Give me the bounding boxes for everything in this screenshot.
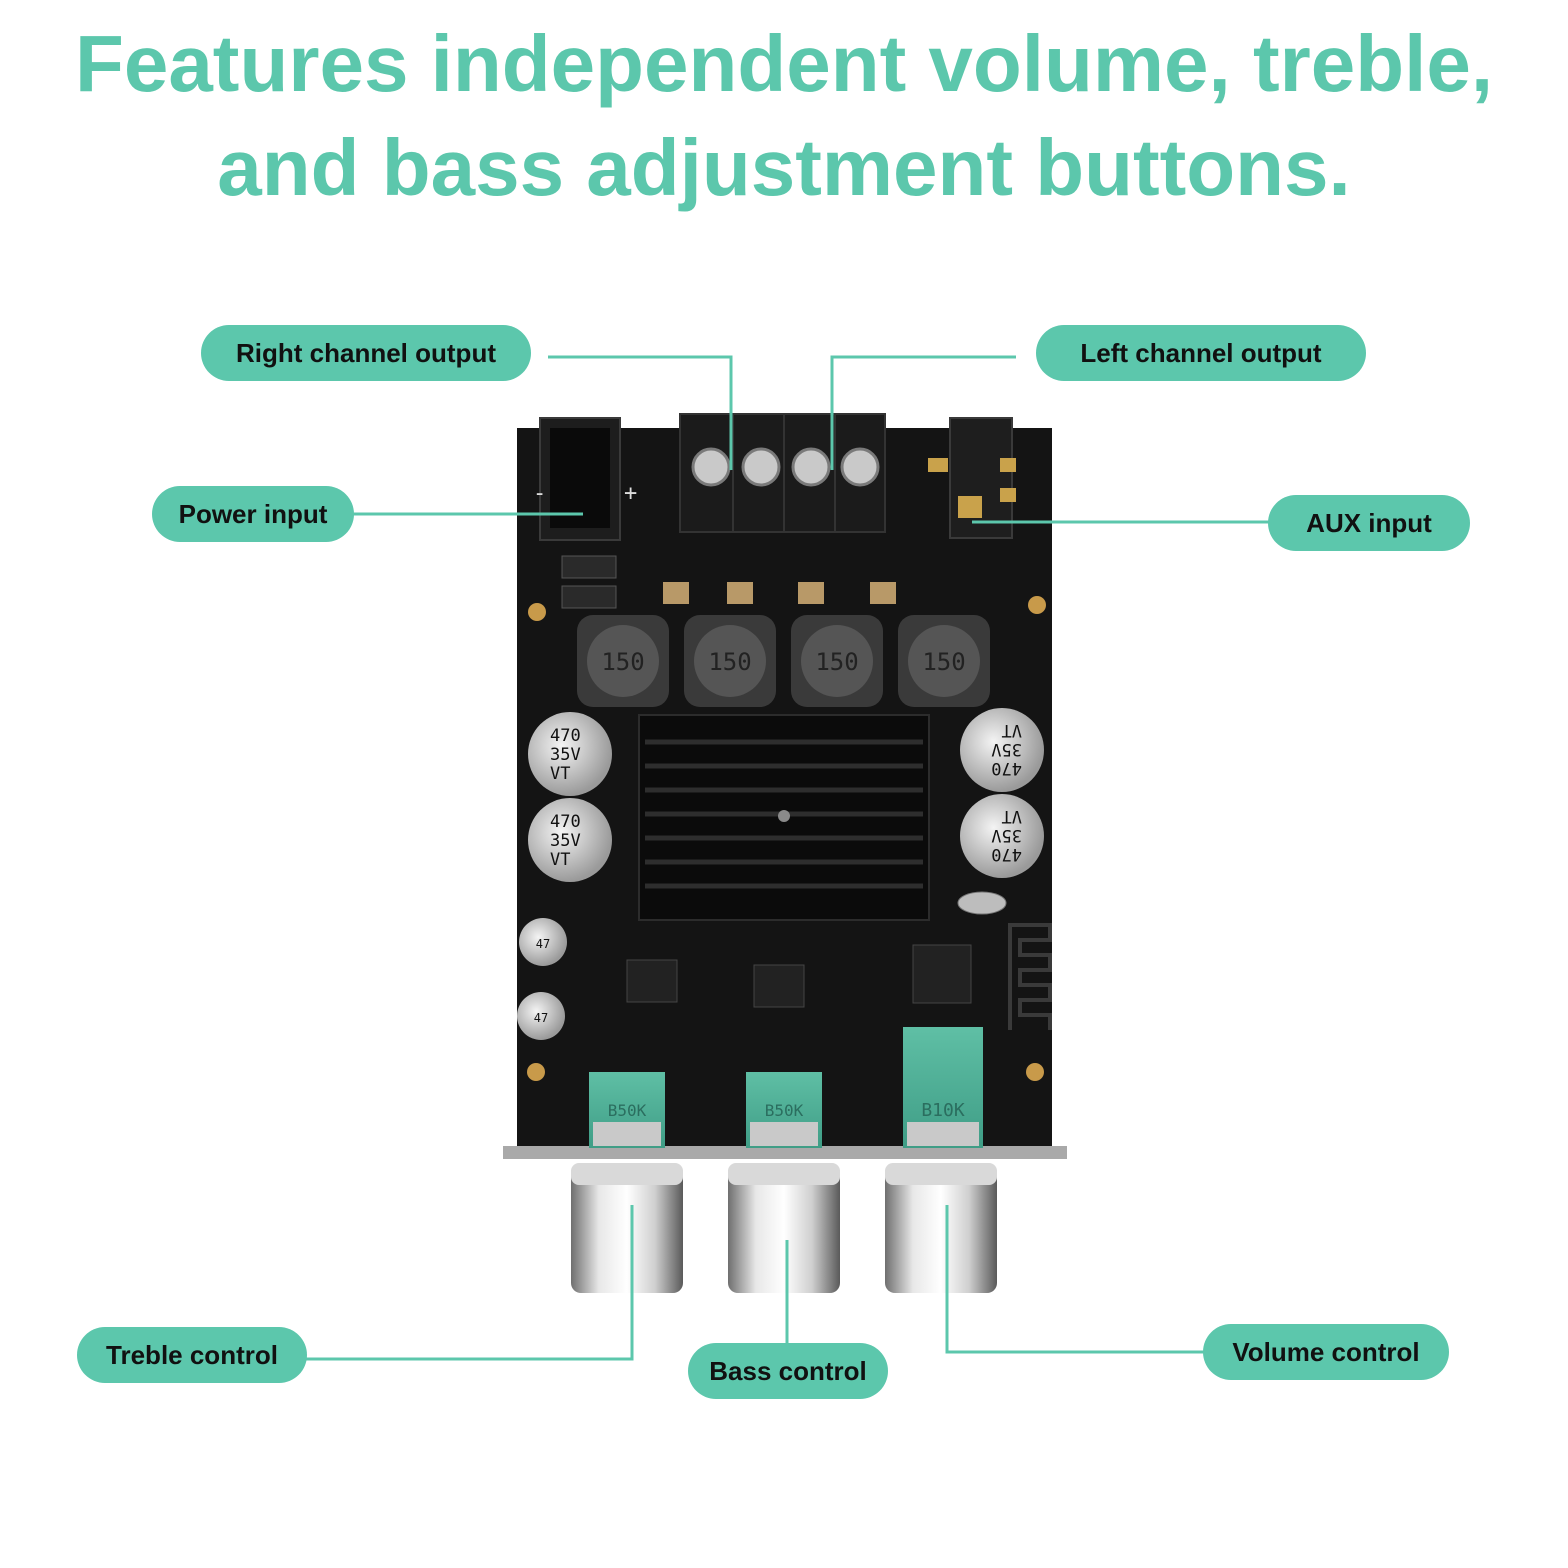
ic-chip bbox=[912, 944, 972, 1004]
electrolytic-capacitor: 470 35V VT bbox=[528, 712, 612, 796]
svg-text:470: 470 bbox=[991, 758, 1022, 778]
svg-text:35V: 35V bbox=[991, 825, 1022, 845]
svg-text:-: - bbox=[533, 481, 546, 506]
terminal-screw bbox=[791, 447, 831, 487]
crystal-oscillator bbox=[957, 891, 1007, 915]
leader-line-volume bbox=[945, 1205, 1205, 1354]
svg-text:VT: VT bbox=[1002, 720, 1022, 740]
ic-chip bbox=[753, 964, 805, 1008]
mounting-bracket bbox=[503, 1146, 1067, 1159]
inductor: 150 bbox=[898, 615, 990, 707]
svg-text:470: 470 bbox=[550, 812, 581, 832]
svg-text:150: 150 bbox=[601, 648, 644, 676]
standoff bbox=[1026, 1063, 1044, 1081]
leader-line-left-channel bbox=[830, 355, 1016, 470]
treble-knob bbox=[571, 1163, 683, 1293]
svg-text:35V: 35V bbox=[550, 831, 581, 851]
svg-text:+: + bbox=[624, 481, 637, 506]
power-input-label: Power input bbox=[152, 486, 354, 542]
bass-knob bbox=[728, 1163, 840, 1293]
small-capacitor: 47 bbox=[517, 992, 565, 1040]
bass-control-label: Bass control bbox=[688, 1343, 888, 1399]
electrolytic-capacitor: 470 35V VT bbox=[528, 798, 612, 882]
diode-d1 bbox=[561, 555, 617, 579]
treble-control-label: Treble control bbox=[77, 1327, 307, 1383]
left-channel-output-label: Left channel output bbox=[1036, 325, 1366, 381]
svg-text:150: 150 bbox=[815, 648, 858, 676]
electrolytic-capacitor: 470 35V VT bbox=[960, 708, 1044, 792]
small-capacitor: 47 bbox=[519, 918, 567, 966]
potentiometer-treble: B50K bbox=[589, 1072, 665, 1148]
inductor: 150 bbox=[577, 615, 669, 707]
leader-line-right-channel bbox=[548, 355, 733, 470]
svg-text:47: 47 bbox=[534, 1011, 548, 1025]
svg-text:35V: 35V bbox=[550, 745, 581, 765]
svg-text:B50K: B50K bbox=[765, 1101, 804, 1120]
svg-text:35V: 35V bbox=[991, 739, 1022, 759]
headline-line-1: Features independent volume, treble, bbox=[74, 19, 1494, 108]
aux-input-label: AUX input bbox=[1268, 495, 1470, 551]
terminal-screw bbox=[741, 447, 781, 487]
leader-lines bbox=[306, 355, 1270, 1361]
inductor: 150 bbox=[684, 615, 776, 707]
svg-text:B10K: B10K bbox=[921, 1100, 965, 1121]
dc-power-jack: - + bbox=[533, 417, 637, 541]
ic-chip bbox=[626, 959, 678, 1003]
terminal-screw bbox=[691, 447, 731, 487]
electrolytic-capacitor: 470 35V VT bbox=[960, 794, 1044, 878]
svg-text:VT: VT bbox=[1002, 806, 1022, 826]
heatsink bbox=[638, 714, 930, 921]
potentiometer-bass: B50K bbox=[746, 1072, 822, 1148]
potentiometer-volume: B10K bbox=[903, 1027, 983, 1148]
svg-text:B50K: B50K bbox=[608, 1101, 647, 1120]
svg-text:47: 47 bbox=[536, 937, 550, 951]
diode-d2 bbox=[561, 585, 617, 609]
terminal-screw bbox=[840, 447, 880, 487]
standoff bbox=[1028, 596, 1046, 614]
standoff bbox=[527, 1063, 545, 1081]
svg-text:150: 150 bbox=[708, 648, 751, 676]
headline-line-2: and bass adjustment buttons. bbox=[217, 123, 1351, 212]
leader-line-treble bbox=[306, 1205, 634, 1361]
inductor: 150 bbox=[791, 615, 883, 707]
svg-text:470: 470 bbox=[550, 726, 581, 746]
screw-terminal-block bbox=[679, 413, 886, 533]
volume-knob bbox=[885, 1163, 997, 1293]
right-channel-output-label: Right channel output bbox=[201, 325, 531, 381]
svg-text:VT: VT bbox=[550, 850, 570, 870]
svg-text:470: 470 bbox=[991, 844, 1022, 864]
antenna-trace bbox=[1008, 923, 1052, 1030]
volume-control-label: Volume control bbox=[1203, 1324, 1449, 1380]
svg-text:VT: VT bbox=[550, 764, 570, 784]
standoff bbox=[528, 603, 546, 621]
svg-text:150: 150 bbox=[922, 648, 965, 676]
aux-jack bbox=[928, 417, 1016, 539]
